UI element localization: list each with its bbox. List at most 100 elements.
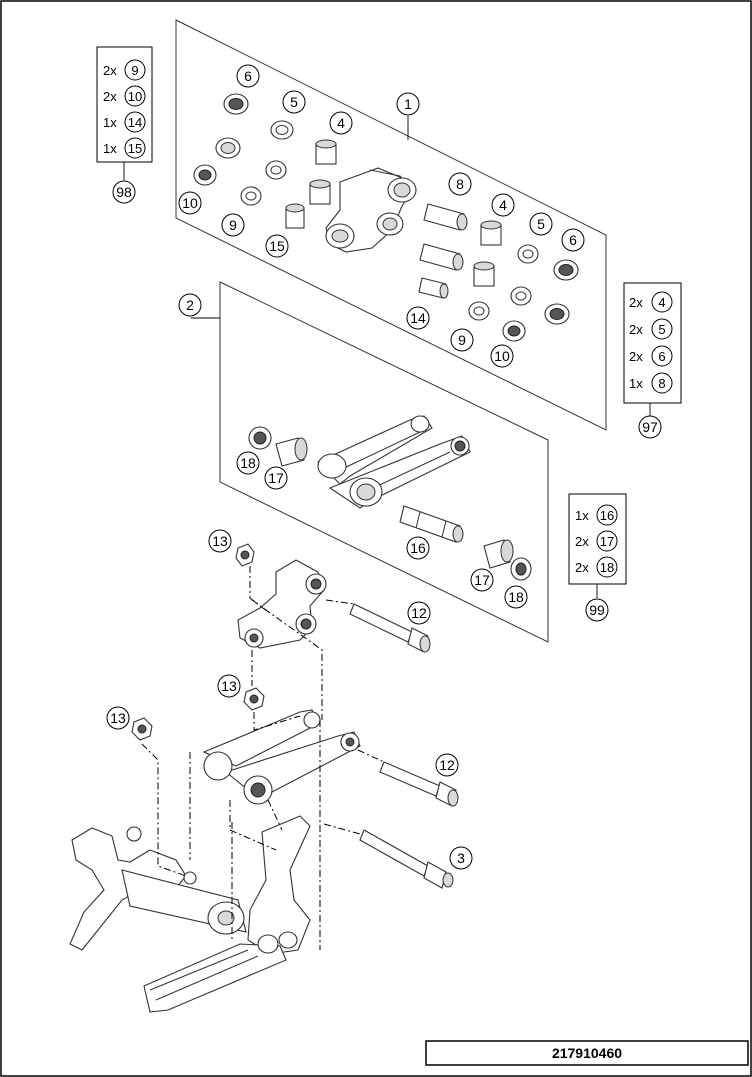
- svg-text:5: 5: [658, 322, 665, 337]
- callout-12: 10: [490, 344, 514, 368]
- svg-text:18: 18: [508, 589, 524, 605]
- svg-text:2x: 2x: [629, 295, 643, 310]
- svg-text:4: 4: [337, 115, 345, 131]
- linkage-rocker-2: [317, 415, 471, 509]
- svg-text:17: 17: [268, 470, 284, 486]
- callout-kit2: 2: [178, 293, 202, 317]
- washer-5-right-b: [510, 286, 532, 306]
- kit-box-97-row-1: 2x 5: [629, 318, 673, 340]
- kit-box-98-row-1: 2x 10: [103, 85, 146, 107]
- callout-16: 17: [470, 568, 494, 592]
- svg-text:9: 9: [131, 63, 138, 78]
- nut-13-top: [235, 543, 255, 567]
- bushing-4-left-b: [309, 179, 331, 205]
- bolt-3: [359, 829, 454, 889]
- bushing-17-left: [275, 437, 308, 467]
- callout-19: 12: [407, 601, 431, 625]
- svg-text:1: 1: [404, 96, 412, 112]
- kit2-panel: [219, 281, 549, 643]
- svg-text:1x: 1x: [629, 376, 643, 391]
- svg-text:1x: 1x: [575, 508, 589, 523]
- svg-text:2x: 2x: [103, 89, 117, 104]
- pin-8b: [419, 243, 464, 271]
- svg-text:8: 8: [658, 376, 665, 391]
- callout-7: 4: [491, 193, 515, 217]
- callout-20: 13: [217, 674, 241, 698]
- svg-text:10: 10: [182, 195, 198, 211]
- svg-text:2x: 2x: [575, 560, 589, 575]
- svg-text:6: 6: [569, 232, 577, 248]
- bolt-12-lower: [379, 761, 459, 807]
- bushing-4-right-a: [480, 220, 502, 246]
- seal-6-right-b: [544, 303, 570, 325]
- kit-box-98-row-0: 2x 9: [103, 59, 146, 81]
- pin-8: [423, 203, 468, 231]
- svg-text:2: 2: [186, 297, 194, 313]
- pin-14: [418, 277, 449, 299]
- frame-section: [69, 815, 311, 1013]
- svg-text:5: 5: [290, 94, 298, 110]
- svg-text:13: 13: [110, 710, 126, 726]
- svg-text:13: 13: [212, 533, 228, 549]
- svg-text:4: 4: [499, 197, 507, 213]
- callout-23: 3: [449, 846, 473, 870]
- callout-22: 12: [435, 753, 459, 777]
- svg-text:10: 10: [128, 89, 142, 104]
- bushing-15: [285, 203, 305, 229]
- seal-10-right: [502, 320, 526, 342]
- svg-text:15: 15: [269, 238, 285, 254]
- washer-5-right-a: [517, 244, 539, 264]
- assembly-lines: [141, 566, 385, 950]
- pin-16: [399, 505, 464, 543]
- callout-leaders: [123, 116, 651, 598]
- kit-box-97-ref: 97: [638, 415, 662, 439]
- svg-text:18: 18: [600, 560, 614, 575]
- svg-text:17: 17: [474, 572, 490, 588]
- washer-9-left-a: [265, 160, 287, 180]
- nut-13-middle: [243, 687, 265, 711]
- bolt-12-upper: [349, 603, 431, 653]
- svg-text:16: 16: [410, 540, 426, 556]
- kit2-parts: [248, 415, 532, 581]
- callout-0: 6: [236, 64, 260, 88]
- callout-14: 17: [264, 466, 288, 490]
- callout-1: 5: [282, 90, 306, 114]
- kit-box-99-row-0: 1x 16: [575, 504, 618, 526]
- callout-8: 5: [529, 212, 553, 236]
- svg-text:2x: 2x: [103, 63, 117, 78]
- seal-18-right: [510, 557, 532, 581]
- washer-9-right: [468, 301, 490, 321]
- svg-text:18: 18: [240, 455, 256, 471]
- svg-text:16: 16: [600, 508, 614, 523]
- bushing-17-right: [483, 539, 514, 569]
- svg-text:12: 12: [411, 605, 427, 621]
- kit-box-99-row-2: 2x 18: [575, 556, 618, 578]
- callout-9: 6: [561, 228, 585, 252]
- svg-text:1x: 1x: [103, 115, 117, 130]
- svg-text:15: 15: [128, 141, 142, 156]
- svg-text:99: 99: [589, 602, 605, 618]
- kit-box-99-ref: 99: [585, 598, 609, 622]
- seal-6-left: [223, 93, 249, 115]
- svg-text:12: 12: [439, 757, 455, 773]
- svg-text:2x: 2x: [629, 349, 643, 364]
- seal-10-left: [193, 164, 217, 186]
- callout-10: 14: [406, 306, 430, 330]
- svg-text:2x: 2x: [629, 322, 643, 337]
- callout-11: 9: [450, 328, 474, 352]
- bushing-4-left-a: [315, 139, 337, 165]
- svg-text:13: 13: [221, 678, 237, 694]
- linkage-lever-1: [325, 167, 417, 253]
- svg-text:6: 6: [658, 349, 665, 364]
- lever-1-assembled: [237, 559, 327, 649]
- callout-4: 9: [221, 213, 245, 237]
- kit1-panel: [175, 19, 607, 431]
